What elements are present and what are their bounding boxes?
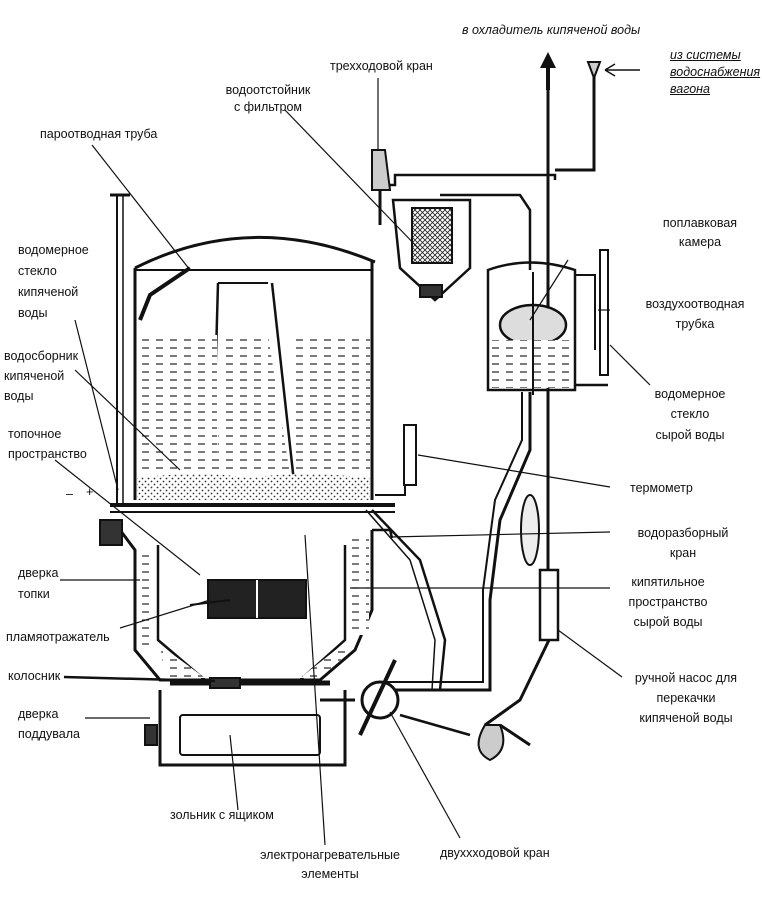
boiled-water-right — [296, 335, 370, 475]
firebox-inner — [156, 545, 347, 682]
label-from-supply-1: из системы — [670, 48, 741, 62]
sediment — [137, 474, 370, 500]
two-way-valve — [360, 680, 400, 720]
label-settler-1: водоотстойник — [225, 83, 311, 97]
three-way-link — [385, 173, 557, 187]
label-collector-1: водосборник — [4, 349, 79, 363]
ash-box — [179, 714, 321, 756]
label-gauge-boiled-2: стекло — [18, 264, 57, 278]
label-gauge-boiled-4: воды — [18, 306, 48, 320]
label-settler-2: с фильтром — [233, 100, 303, 114]
label-gauge-raw-1: водомерное — [654, 387, 726, 401]
three-way-valve — [371, 149, 392, 191]
settler-body — [391, 198, 472, 302]
label-from-supply-3: вагона — [670, 82, 711, 96]
collector-dome — [134, 235, 376, 270]
label-pump-3: кипяченой воды — [639, 711, 733, 725]
filter — [411, 207, 453, 264]
ash-door-handle — [144, 724, 158, 746]
label-gauge-boiled-3: кипяченой — [18, 285, 79, 299]
label-gauge-raw-3: сырой воды — [655, 428, 725, 442]
raw-water-pipe — [380, 392, 532, 692]
float-chamber — [486, 261, 577, 392]
gauge-raw — [599, 249, 609, 376]
label-air-tube-2: трубка — [675, 317, 715, 331]
label-deflector: пламяотражатель — [6, 630, 110, 644]
label-ash-box: зольник с ящиком — [170, 808, 274, 822]
label-furnace-door-1: дверка — [18, 566, 59, 580]
label-three-way-valve: трехходовой кран — [330, 59, 433, 73]
steam-pipe — [138, 266, 192, 321]
raw-water-right — [347, 535, 369, 635]
label-grate: колосник — [8, 669, 61, 683]
boiled-water-cone — [216, 335, 290, 475]
label-boiling-space-2: пространство — [628, 595, 708, 609]
label-gauge-raw-2: стекло — [670, 407, 710, 421]
label-ash-door-2: поддувала — [18, 727, 80, 741]
label-pump-2: перекачки — [656, 691, 716, 705]
label-heaters-1: электронагревательные — [260, 848, 400, 862]
label-air-tube-1: воздухоотводная — [645, 297, 745, 311]
label-tap-1: водоразборный — [637, 526, 729, 540]
label-steam-pipe: пароотводная труба — [40, 127, 158, 141]
raw-water-bottom — [160, 645, 352, 678]
boiled-water-left — [137, 335, 217, 475]
label-minus: – — [66, 487, 73, 501]
label-float-chamber-1: поплавковая — [662, 216, 738, 230]
label-furnace-space-2: пространство — [8, 447, 87, 461]
label-float-chamber-2: камера — [678, 235, 722, 249]
label-plus: + — [86, 485, 94, 499]
label-tap-2: кран — [669, 546, 697, 560]
label-from-supply-2: водоснабжения — [670, 65, 761, 79]
hand-pump-bulb — [520, 494, 540, 566]
label-two-way-valve: двухxходовой кран — [440, 846, 550, 860]
hand-pump-body — [538, 568, 560, 642]
label-collector-3: воды — [4, 389, 34, 403]
label-furnace-space-1: топочное — [8, 427, 62, 441]
raw-water-left — [137, 552, 156, 647]
label-pump-1: ручной насос для — [634, 671, 738, 685]
supply-pipe — [555, 75, 596, 172]
label-to-cooler: в охладитель кипяченой воды — [462, 23, 641, 37]
label-gauge-boiled-1: водомерное — [18, 243, 89, 257]
label-furnace-door-2: топки — [18, 587, 50, 601]
label-heaters-2: элементы — [301, 867, 359, 881]
label-collector-2: кипяченой — [4, 369, 65, 383]
air-tube — [575, 274, 596, 350]
label-thermometer: термометр — [630, 481, 693, 495]
label-ash-door-1: дверка — [18, 707, 59, 721]
label-boiling-space-3: сырой воды — [633, 615, 703, 629]
thermometer — [403, 424, 417, 486]
supply-valve — [586, 61, 602, 81]
ash-pit — [158, 690, 347, 767]
arrow-up-icon — [540, 52, 556, 68]
arrow-left-icon — [604, 63, 640, 77]
label-boiling-space-1: кипятильное — [631, 575, 705, 589]
